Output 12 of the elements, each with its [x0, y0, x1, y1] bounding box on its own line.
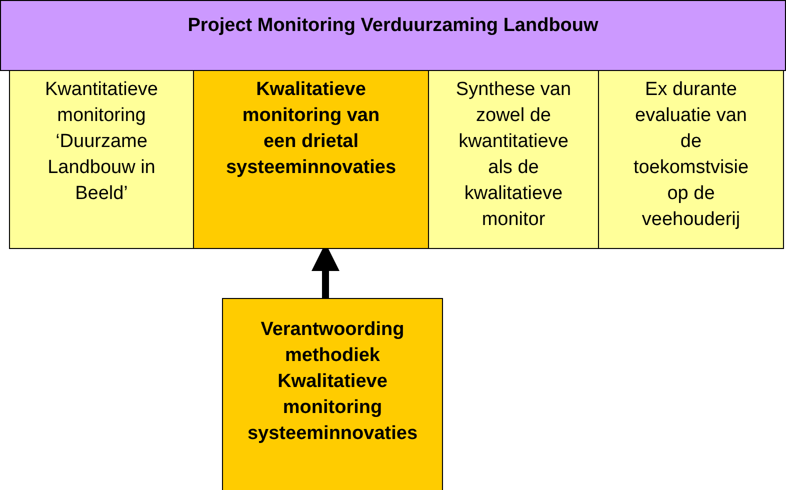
- column-cell: [9, 70, 194, 249]
- column-cell: [598, 70, 784, 249]
- cell-text: Synthese van zowel de kwantitatieve als de kwalitatieve monitor: [454, 78, 572, 232]
- process-box: [222, 298, 443, 490]
- column-cell: [428, 70, 599, 249]
- column-cell: [193, 70, 429, 249]
- title-band: [0, 0, 786, 71]
- cell-text: Verantwoording methodiek Kwalitatieve monitoring systeeminnovaties: [246, 318, 419, 446]
- cell-text: Ex durante evaluatie van de toekomstvisie op de veehouderij: [632, 78, 750, 232]
- title-text: Project Monitoring Verduurzaming Landbouw: [188, 14, 598, 38]
- cell-text: Kwalitatieve monitoring van een drietal systeeminnovaties: [224, 78, 398, 180]
- cell-text: Kwantitatieve monitoring ‘Duurzame Landbouw in Beeld’: [44, 78, 159, 206]
